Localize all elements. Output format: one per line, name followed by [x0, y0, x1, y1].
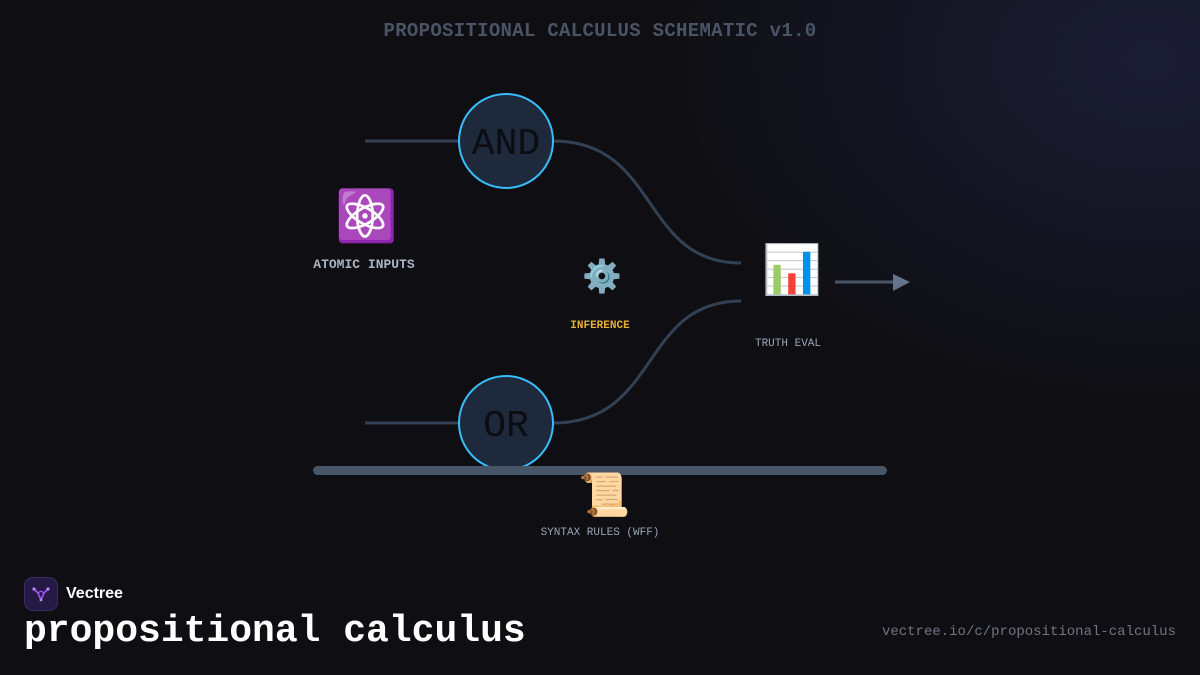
or-gate-label: OR — [483, 405, 529, 448]
and-gate-label: AND — [472, 123, 540, 166]
syntax-bus-bar — [313, 466, 887, 475]
vectree-logo-icon — [24, 577, 58, 611]
brand-name: Vectree — [66, 585, 123, 602]
schematic-title: PROPOSITIONAL CALCULUS SCHEMATIC v1.0 — [383, 20, 817, 42]
page-url[interactable]: vectree.io/c/propositional-calculus — [881, 624, 1176, 640]
or-gate: OR — [458, 375, 554, 471]
brand[interactable]: Vectree — [24, 577, 123, 611]
output-arrow-icon — [893, 274, 910, 291]
and-gate: AND — [458, 93, 554, 189]
syntax-rules-label: SYNTAX RULES (WFF) — [540, 527, 660, 539]
atom-icon: ⚛️ — [335, 187, 398, 245]
truth-eval-label: TRUTH EVAL — [754, 338, 821, 350]
and-to-truth-wire — [552, 139, 742, 265]
inference-label: INFERENCE — [570, 320, 630, 332]
or-to-truth-wire — [552, 299, 742, 425]
atomic-inputs-label: ATOMIC INPUTS — [313, 257, 415, 272]
page-title: propositional calculus — [24, 610, 526, 653]
bar-chart-icon: 📊 — [762, 242, 822, 298]
gear-icon: ⚙️ — [582, 257, 622, 295]
scroll-icon: 📜 — [578, 470, 631, 519]
